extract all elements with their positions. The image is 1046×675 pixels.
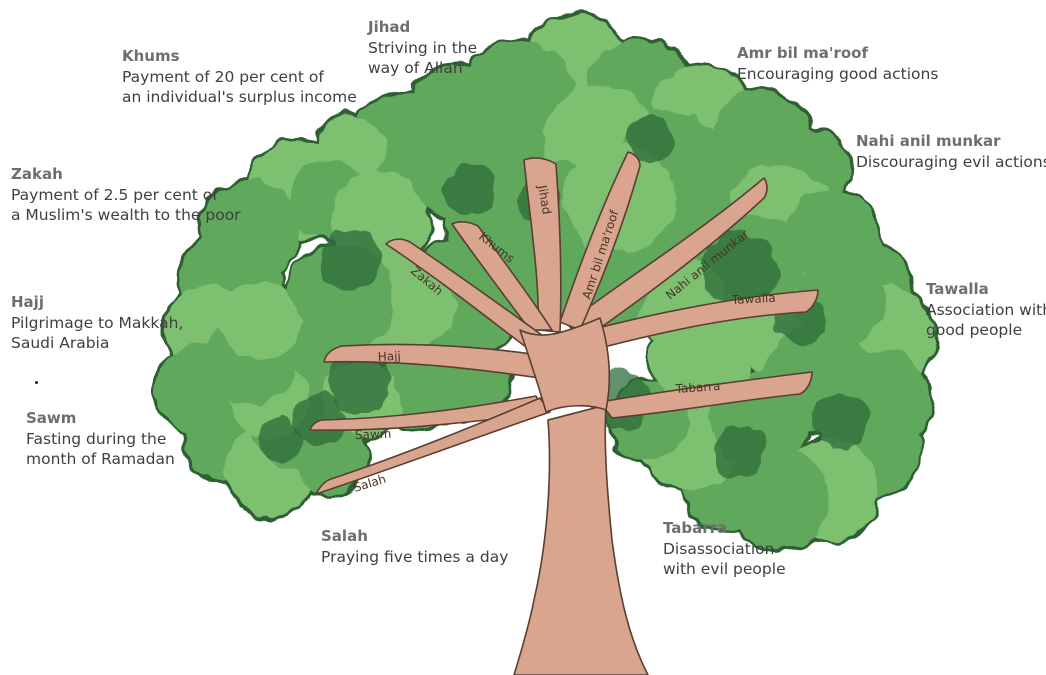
annotation-title: Salah	[321, 526, 508, 546]
annotation-title: Amr bil ma'roof	[737, 43, 938, 63]
annotation-line: Fasting during the	[26, 429, 175, 449]
foliage-shadow	[812, 392, 868, 448]
annotation-line: Disassociation	[663, 539, 786, 559]
annotation-line: an individual's surplus income	[122, 87, 357, 107]
annotation-line: Discouraging evil actions	[856, 152, 1046, 172]
annotation-line: Pilgrimage to Makkah,	[11, 313, 183, 333]
annotation-tabarra: Tabarra Disassociation with evil people	[663, 518, 786, 579]
foliage-shadow	[320, 230, 380, 290]
stray-dot	[35, 381, 38, 384]
annotation-line: month of Ramadan	[26, 449, 175, 469]
annotation-line: with evil people	[663, 559, 786, 579]
annotation-line: Payment of 20 per cent of	[122, 67, 357, 87]
annotation-salah: Salah Praying five times a day	[321, 526, 508, 567]
annotation-line: Praying five times a day	[321, 547, 508, 567]
annotation-khums: Khums Payment of 20 per cent of an indiv…	[122, 46, 357, 107]
annotation-line: Payment of 2.5 per cent of	[11, 185, 241, 205]
annotation-title: Sawm	[26, 408, 175, 428]
foliage-shadow	[714, 424, 766, 476]
annotation-sawm: Sawm Fasting during the month of Ramadan	[26, 408, 175, 469]
annotation-line: Association with	[926, 300, 1046, 320]
annotation-line: Encouraging good actions	[737, 64, 938, 84]
annotation-title: Tabarra	[663, 518, 786, 538]
annotation-zakah: Zakah Payment of 2.5 per cent of a Musli…	[11, 164, 241, 225]
annotation-title: Zakah	[11, 164, 241, 184]
annotation-jihad: Jihad Striving in the way of Allah	[368, 17, 477, 78]
annotation-amr: Amr bil ma'roof Encouraging good actions	[737, 43, 938, 84]
foliage-shadow	[258, 418, 302, 462]
annotation-nahi: Nahi anil munkar Discouraging evil actio…	[856, 131, 1046, 172]
annotation-title: Hajj	[11, 292, 183, 312]
foliage-shadow	[444, 164, 496, 216]
annotation-title: Jihad	[368, 17, 477, 37]
branch-label-sawm: Sawm	[355, 427, 392, 442]
annotation-line: good people	[926, 320, 1046, 340]
foliage-clump	[220, 280, 300, 360]
annotation-hajj: Hajj Pilgrimage to Makkah, Saudi Arabia	[11, 292, 183, 353]
branch-label-hajj: Hajj	[377, 349, 401, 364]
annotation-title: Tawalla	[926, 279, 1046, 299]
annotation-line: Saudi Arabia	[11, 333, 183, 353]
annotation-title: Khums	[122, 46, 357, 66]
annotation-line: Striving in the	[368, 38, 477, 58]
annotation-line: a Muslim's wealth to the poor	[11, 205, 241, 225]
branch-label-tawalla: Tawalla	[730, 291, 776, 307]
annotation-line: way of Allah	[368, 58, 477, 78]
annotation-tawalla: Tawalla Association with good people	[926, 279, 1046, 340]
annotation-title: Nahi anil munkar	[856, 131, 1046, 151]
